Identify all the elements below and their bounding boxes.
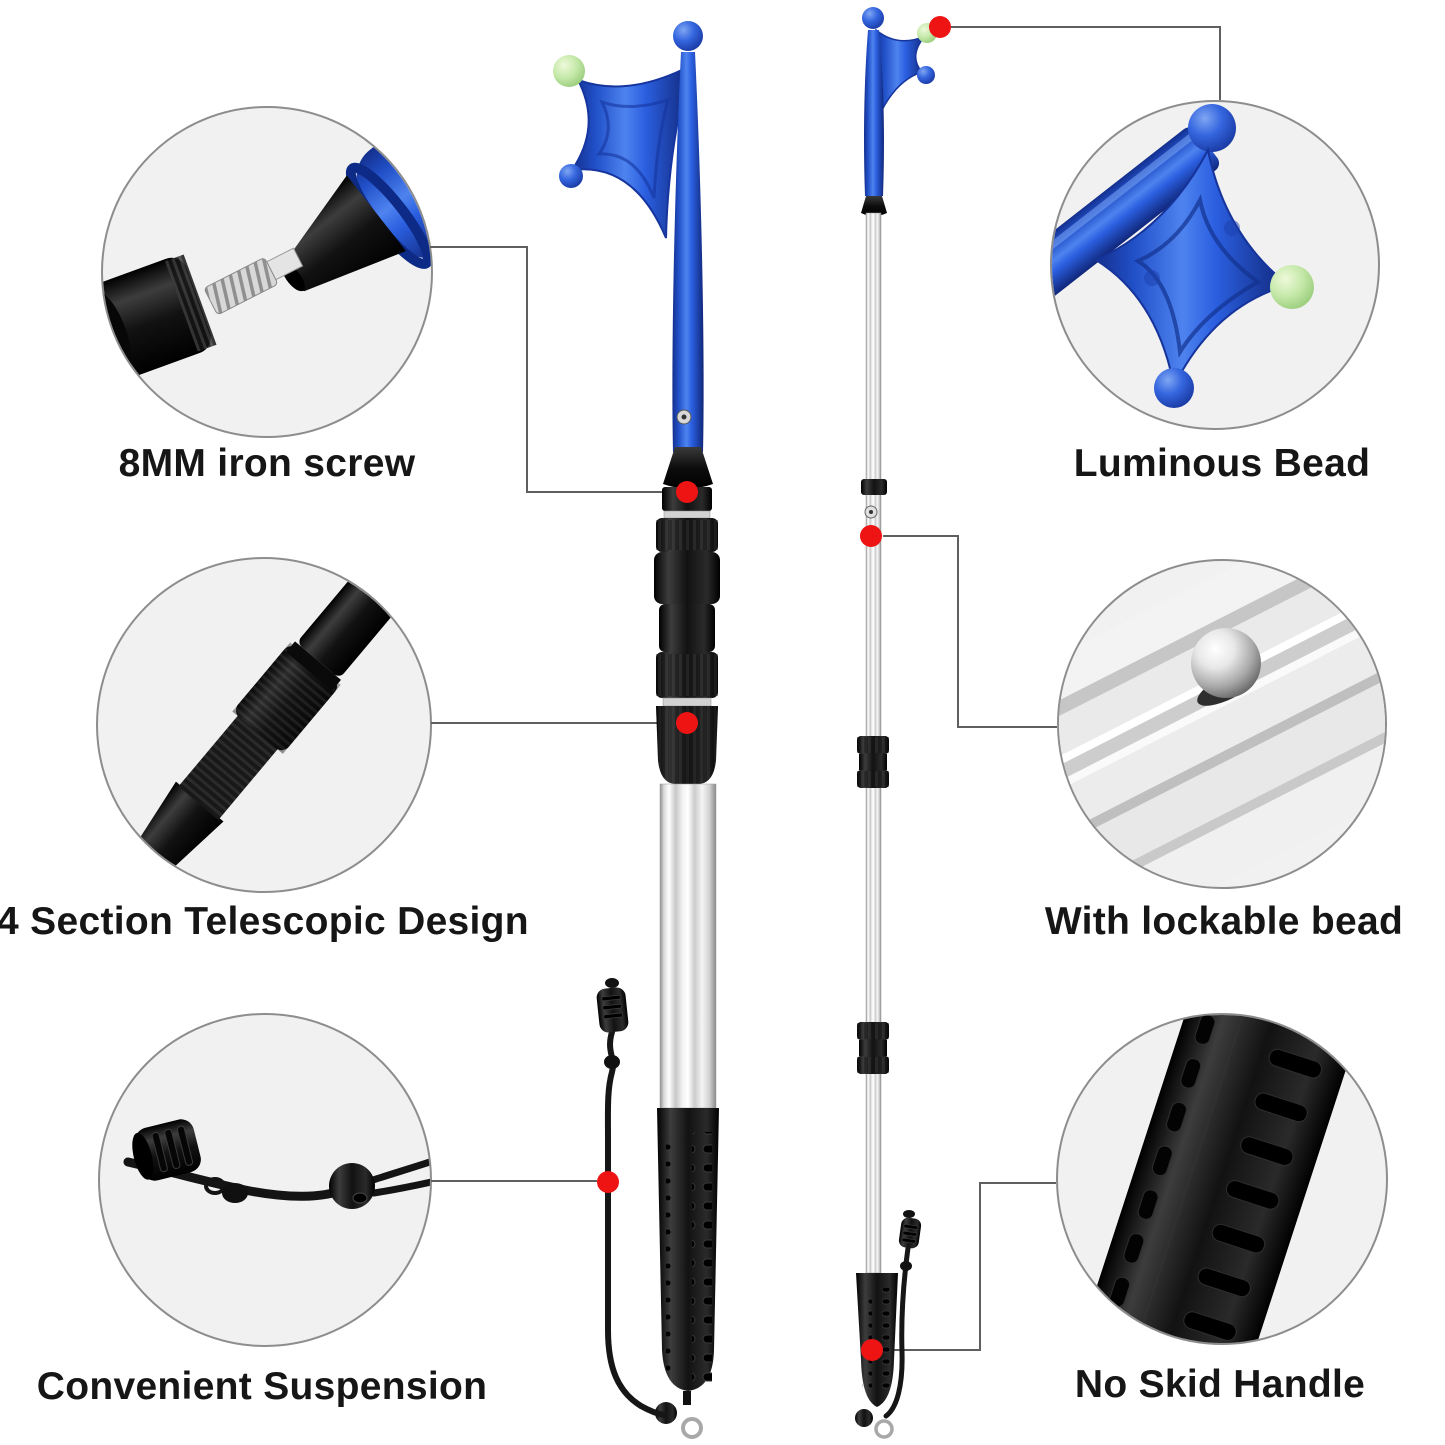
feature-label-lockable-bead: With lockable bead — [1044, 900, 1404, 943]
feature-markers — [597, 16, 951, 1361]
red-marker-dot-iron-screw — [676, 481, 698, 503]
hook-neck-bar — [1052, 127, 1220, 309]
feature-label-luminous-bead: Luminous Bead — [1073, 442, 1371, 485]
luminous-bead-icon — [553, 55, 585, 87]
callout-circle-suspension — [98, 1013, 432, 1347]
red-marker-dot-luminous-bead — [929, 16, 951, 38]
grip-handle — [856, 1273, 898, 1407]
suspension-cord-illustration — [123, 1119, 430, 1209]
feature-label-telescopic: 4 Section Telescopic Design — [0, 900, 529, 943]
connector-lockable-bead — [883, 535, 1057, 728]
boat-hook-extended — [855, 7, 937, 1439]
rubber-cone — [861, 196, 887, 216]
connector-iron-screw — [430, 246, 675, 493]
connector-no-skid — [884, 1182, 1056, 1351]
callout-circle-telescopic — [96, 557, 432, 893]
no-skid-handle-illustration — [1082, 1015, 1362, 1343]
pole-section — [659, 783, 717, 1109]
grip-handle — [657, 1108, 719, 1391]
hook-top-knob — [862, 7, 884, 29]
hook-top-knob — [1188, 104, 1236, 152]
lock-ball-icon — [1191, 628, 1261, 698]
boat-hook-collapsed — [553, 21, 720, 1439]
feature-label-iron-screw: 8MM iron screw — [118, 442, 416, 485]
feature-label-suspension: Convenient Suspension — [36, 1365, 488, 1408]
hook-tip-ball — [559, 164, 583, 188]
locking-collar — [857, 736, 889, 788]
red-marker-dot-lockable-bead — [860, 525, 882, 547]
hook-neck — [672, 52, 704, 452]
wrist-lanyard — [596, 978, 667, 1418]
hook-plate — [569, 64, 692, 239]
luminous-bead-icon — [1270, 265, 1314, 309]
handle-end-stem — [683, 1391, 691, 1405]
handle-grip-slots — [1109, 1015, 1337, 1341]
iron-screw-thread — [204, 247, 304, 315]
hook-neck — [864, 30, 884, 196]
hook-top-knob — [673, 21, 703, 51]
wrist-lanyard — [883, 1210, 922, 1419]
telescopic-joint-illustration — [98, 559, 430, 891]
cord-bead — [329, 1163, 375, 1209]
hook-tip-ball — [1154, 368, 1194, 408]
feature-label-no-skid: No Skid Handle — [1074, 1363, 1366, 1406]
red-marker-dot-suspension — [597, 1171, 619, 1193]
red-marker-dot-no-skid — [861, 1339, 883, 1361]
collar-band — [861, 479, 887, 495]
cord-lock-toggle — [132, 1119, 201, 1181]
callout-circle-no-skid — [1056, 1013, 1388, 1345]
hook-tip-ball — [917, 66, 935, 84]
callout-connectors — [430, 26, 1221, 1351]
metal-ring-icon — [874, 1419, 894, 1439]
callout-circle-luminous-bead — [1050, 100, 1380, 430]
callout-circle-iron-screw — [101, 106, 433, 438]
luminous-bead-illustration — [1052, 104, 1314, 408]
end-ball — [855, 1409, 873, 1427]
locking-collar — [857, 1022, 889, 1074]
locking-collar-stack — [654, 487, 720, 784]
metal-ring-icon — [681, 1417, 703, 1439]
connector-luminous-bead — [951, 26, 1221, 100]
rubber-cone — [663, 447, 713, 489]
red-marker-dot-telescopic — [676, 712, 698, 734]
